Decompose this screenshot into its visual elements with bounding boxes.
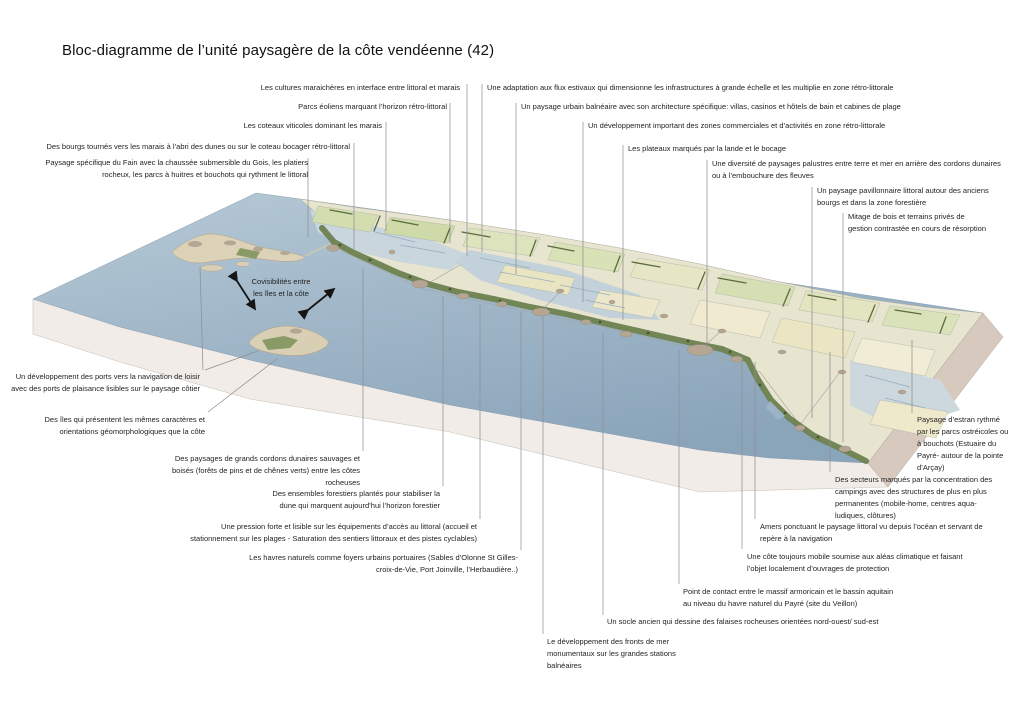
- leader-lines: [199, 84, 913, 634]
- annotation-paysage-estran: Paysage d’estran rythmé par les parcs os…: [917, 415, 1009, 472]
- annotation-paysages-palustres: Une diversité de paysages palustres entr…: [712, 159, 1001, 180]
- page-title: Bloc-diagramme de l’unité paysagère de l…: [62, 42, 495, 59]
- marsh-channels: [374, 231, 926, 409]
- annotation-covisibilites: Covisibilités entre les îles et la côte: [251, 277, 311, 298]
- annotation-paysage-urbain-balneaire: Un paysage urbain balnéaire avec son arc…: [521, 102, 901, 111]
- annotation-fronts-de-mer: Le développement des fronts de mer monum…: [547, 637, 676, 670]
- annotation-plateaux-lande: Les plateaux marqués par la lande et le …: [628, 144, 787, 153]
- annotation-parcs-eoliens: Parcs éoliens marquant l’horizon rétro-l…: [298, 102, 447, 111]
- payre-estuary: [766, 401, 785, 420]
- field-patches: [311, 205, 961, 439]
- annotation-developpement-ports: Un développement des ports vers la navig…: [11, 372, 200, 393]
- annotation-paysage-fain-gois: Paysage spécifique du Fain avec la chaus…: [45, 158, 308, 179]
- annotation-ensembles-forestiers: Des ensembles forestiers plantés pour st…: [272, 489, 440, 510]
- hedgerows: [329, 209, 947, 334]
- annotation-bourgs-marais: Des bourgs tournés vers les marais à l’a…: [46, 142, 350, 151]
- annotation-havres-naturels: Les havres naturels comme foyers urbains…: [249, 553, 518, 574]
- annotation-amers: Amers ponctuant le paysage littoral vu d…: [760, 522, 983, 543]
- annotation-adaptation-flux: Une adaptation aux flux estivaux qui dim…: [487, 83, 894, 92]
- noirmoutier-island: [171, 233, 306, 272]
- yeu-island: [248, 325, 329, 356]
- annotation-pression-equipements: Une pression forte et lisible sur les éq…: [190, 522, 477, 543]
- annotation-cote-mobile: Une côte toujours mobile soumise aux alé…: [747, 552, 963, 573]
- coastal-road: [339, 249, 851, 453]
- gois-causeway: [304, 243, 331, 257]
- annotation-mitage-bois: Mitage de bois et terrains privés de ges…: [848, 212, 986, 233]
- annotation-socle-ancien: Un socle ancien qui dessine des falaises…: [607, 617, 879, 626]
- annotation-campings: Des secteurs marqués par la concentratio…: [835, 475, 993, 520]
- annotation-zones-commerciales: Un développement important des zones com…: [588, 121, 886, 130]
- dune-forest-band: [319, 225, 869, 464]
- annotation-point-de-contact: Point de contact entre le massif armoric…: [683, 587, 894, 608]
- coastal-towns: [326, 244, 907, 453]
- covisibility-arrow-icon: [227, 270, 336, 320]
- annotation-iles-caracteres: Des îles qui présentent les mêmes caract…: [44, 415, 206, 436]
- annotation-coteaux-viticoles: Les coteaux viticoles dominant les marai…: [243, 121, 382, 130]
- annotation-cordons-dunaires: Des paysages de grands cordons dunaires …: [171, 454, 360, 487]
- annotation-paysage-pavillonnaire: Un paysage pavillonnaire littoral autour…: [817, 186, 989, 207]
- annotation-cultures-maraicheres: Les cultures maraichères en interface en…: [260, 83, 460, 92]
